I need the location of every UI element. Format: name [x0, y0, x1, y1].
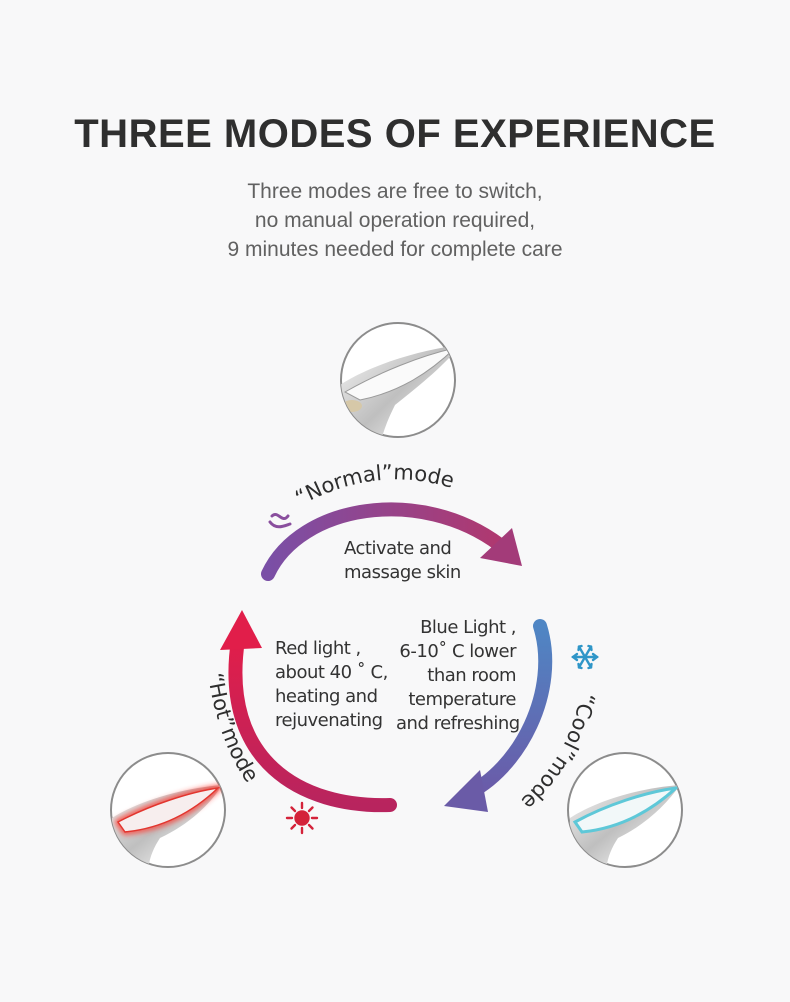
cool-mode-description: Blue Light , 6-10˚ C lower than room tem…	[396, 616, 520, 736]
description-line: temperature	[408, 689, 516, 710]
normal-mode-description: Activate and massage skin	[344, 537, 461, 585]
subtitle-line: 9 minutes needed for complete care	[227, 238, 563, 261]
description-line: massage skin	[344, 562, 461, 583]
snowflake-icon	[571, 644, 599, 670]
wave-icon	[268, 513, 292, 529]
hot-mode-description: Red light , about 40 ˚ C, heating and re…	[275, 637, 388, 733]
normal-mode-arrow	[261, 502, 522, 581]
description-line: than room	[427, 665, 516, 686]
page-title: THREE MODES OF EXPERIENCE	[74, 112, 716, 156]
description-line: Blue Light ,	[420, 617, 516, 638]
description-line: about 40 ˚ C,	[275, 662, 388, 683]
description-line: and refreshing	[396, 713, 520, 734]
subtitle-line: Three modes are free to switch,	[247, 180, 543, 203]
normal-mode-device-image	[340, 322, 456, 438]
description-line: 6-10˚ C lower	[399, 641, 516, 662]
description-line: heating and	[275, 686, 378, 707]
cool-mode-arrow	[444, 619, 553, 812]
description-line: Activate and	[344, 538, 452, 559]
description-line: rejuvenating	[275, 710, 383, 731]
normal-mode-label: “Normal”mode	[291, 460, 457, 510]
description-line: Red light ,	[275, 638, 361, 659]
page-subtitle: Three modes are free to switch, no manua…	[0, 177, 790, 264]
hot-mode-device-image	[110, 752, 226, 868]
subtitle-line: no manual operation required,	[254, 209, 536, 232]
hot-mode-arrow	[220, 610, 397, 813]
cool-mode-device-image	[567, 752, 683, 868]
sun-icon	[285, 801, 319, 835]
